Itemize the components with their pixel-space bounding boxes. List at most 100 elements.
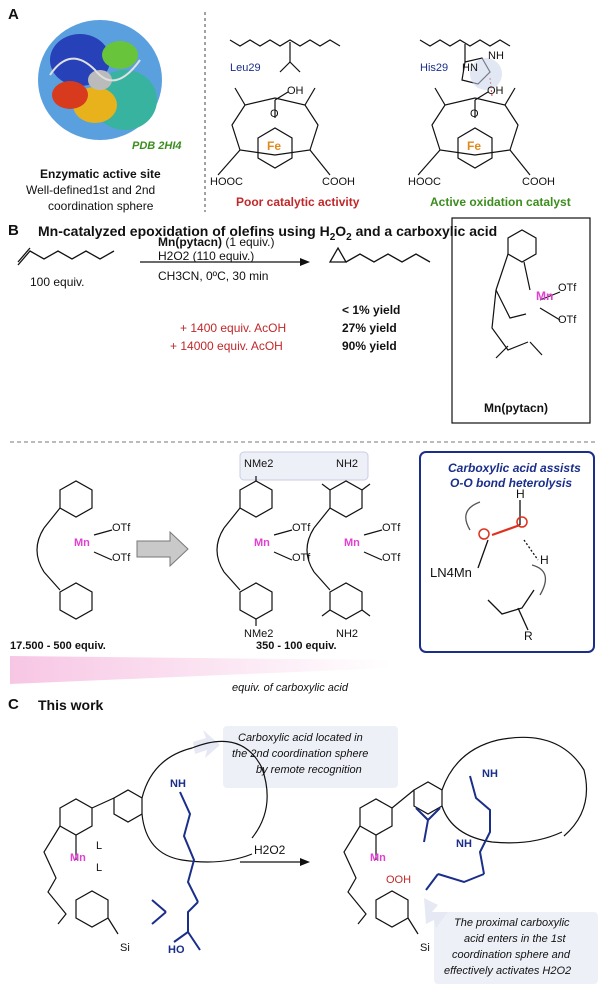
catalyst-box [451,217,591,424]
enzyme-line1: Well-defined1st and 2nd [26,183,156,197]
panel-b-letter: B [8,222,19,239]
epoxide-structure [328,246,431,263]
catalyst-mn: Mn [536,289,554,303]
histidine-highlight [470,58,502,90]
ooh-label: OOH [386,874,412,886]
enzyme-line2: coordination sphere [48,199,154,213]
hooc-left: HOOC [210,176,243,188]
bispyridyl-complex-nme2 [216,476,293,626]
reagent-h2o2: H2O2 (110 equiv.) [158,249,255,263]
otf-middle-2: OTf [292,552,311,564]
reagent-catalyst: Mn(pytacn) (1 equiv.) [158,235,275,249]
assist-line2: O-O bond heterolysis [450,476,573,490]
note-top-line3: by remote recognition [256,764,362,776]
panel-b-title: Mn-catalyzed epoxidation of olefins usin… [38,223,498,243]
otf-left-2: OTf [112,552,131,564]
catalyst-name: Mn(pytacn) [484,401,548,415]
fe-left: Fe [267,139,282,153]
mn-left: Mn [74,537,90,549]
mech-r: R [524,629,533,643]
oh-right: OH [487,85,504,97]
mn-pytacn-structure [491,229,561,359]
reaction-arrowhead [300,258,310,266]
ammonium-right: NH [482,768,498,780]
mech-h-top: H [516,487,525,501]
o-right: O [470,108,479,120]
nme2-bottom: NMe2 [244,628,274,640]
mechanism-box [419,451,595,653]
block-arrow [136,530,189,568]
active-catalyst-label: Active oxidation catalyst [430,195,571,209]
substrate-chain-left [151,791,201,951]
mn-c-right: Mn [370,852,386,864]
note-top-line1: Carboxylic acid located in [238,732,363,744]
catalyst-otf-2: OTf [558,314,577,326]
note-box-bottom [434,912,598,984]
si-right: Si [420,942,430,954]
equiv-left-label: 17.500 - 500 equiv. [10,640,106,652]
ligand-l1: L [96,840,103,852]
yield-row-2: 90% yield [342,339,397,353]
note-bottom-line2: acid enters in the 1st [464,933,566,945]
mn-right: Mn [344,537,360,549]
otf-right-2: OTf [382,552,401,564]
hooc-right: HOOC [408,176,441,188]
yield-row-1: 27% yield [342,321,397,335]
assist-line1: Carboxylic acid assists [448,461,581,475]
oxygen-atom-1 [478,528,490,540]
note-box-top [223,726,398,788]
crown-ether-complex-right [343,736,588,935]
olefin-structure [17,250,115,266]
nme2-top: NMe2 [244,458,274,470]
ligand-l2: L [96,862,103,874]
pdb-label: PDB 2HI4 [132,140,182,152]
si-left: Si [120,942,130,954]
otf-middle-1: OTf [292,522,311,534]
cooh-right: COOH [522,176,555,188]
catalyst-otf-1: OTf [558,282,577,294]
equiv-axis-label: equiv. of carboxylic acid [232,682,348,694]
note-arrow-top [193,730,220,758]
panel-c-letter: C [8,696,19,713]
bispyridyl-complex-nh2 [306,480,383,620]
note-arrow-bottom [424,898,448,928]
enzyme-title: Enzymatic active site [40,167,161,181]
crown-ether-complex-left [43,740,268,935]
oh-left: OH [287,85,304,97]
yield-row-0: < 1% yield [342,303,401,317]
ho-left: HO [168,944,185,956]
equivalents-gradient-bar [10,656,390,684]
reaction-conditions: CH3CN, 0ºC, 30 min [158,269,269,283]
o-left: O [270,108,279,120]
olefin-double-bond [17,247,31,263]
mn-c-left: Mn [70,852,86,864]
note-bottom-line4: effectively activates H2O2 [444,965,572,977]
bispyridyl-complex-left [36,480,113,620]
additive-row-1: + 1400 equiv. AcOH [180,321,287,335]
oxygen-atom-2 [516,516,528,528]
olefin-equiv: 100 equiv. [30,275,85,289]
nh2-bottom: NH2 [336,628,359,640]
poor-activity-label: Poor catalytic activity [236,195,360,209]
otf-right-1: OTf [382,522,401,534]
his-nh-label: NH [488,50,504,62]
note-bottom-line1: The proximal carboxylic [454,917,570,929]
mechanism-structure [465,500,547,631]
reagent-c: H2O2 [254,843,286,857]
additive-row-2: + 14000 equiv. AcOH [170,339,283,353]
substituent-highlight-box [239,451,369,481]
mech-ln4mn: LN4Mn [430,565,472,580]
cooh-left: COOH [322,176,355,188]
leu-label: Leu29 [230,62,261,74]
mech-h-right: H [540,553,549,567]
panel-a-letter: A [8,6,19,23]
his-hn-label: HN [462,62,478,74]
nh2-top: NH2 [336,458,359,470]
reaction-arrowhead-c [300,858,310,866]
amide-nh-right: NH [456,838,472,850]
his-label: His29 [420,62,449,74]
fe-right: Fe [467,139,482,153]
panel-c-title: This work [38,697,104,713]
ammonium-left: NH [170,778,186,790]
